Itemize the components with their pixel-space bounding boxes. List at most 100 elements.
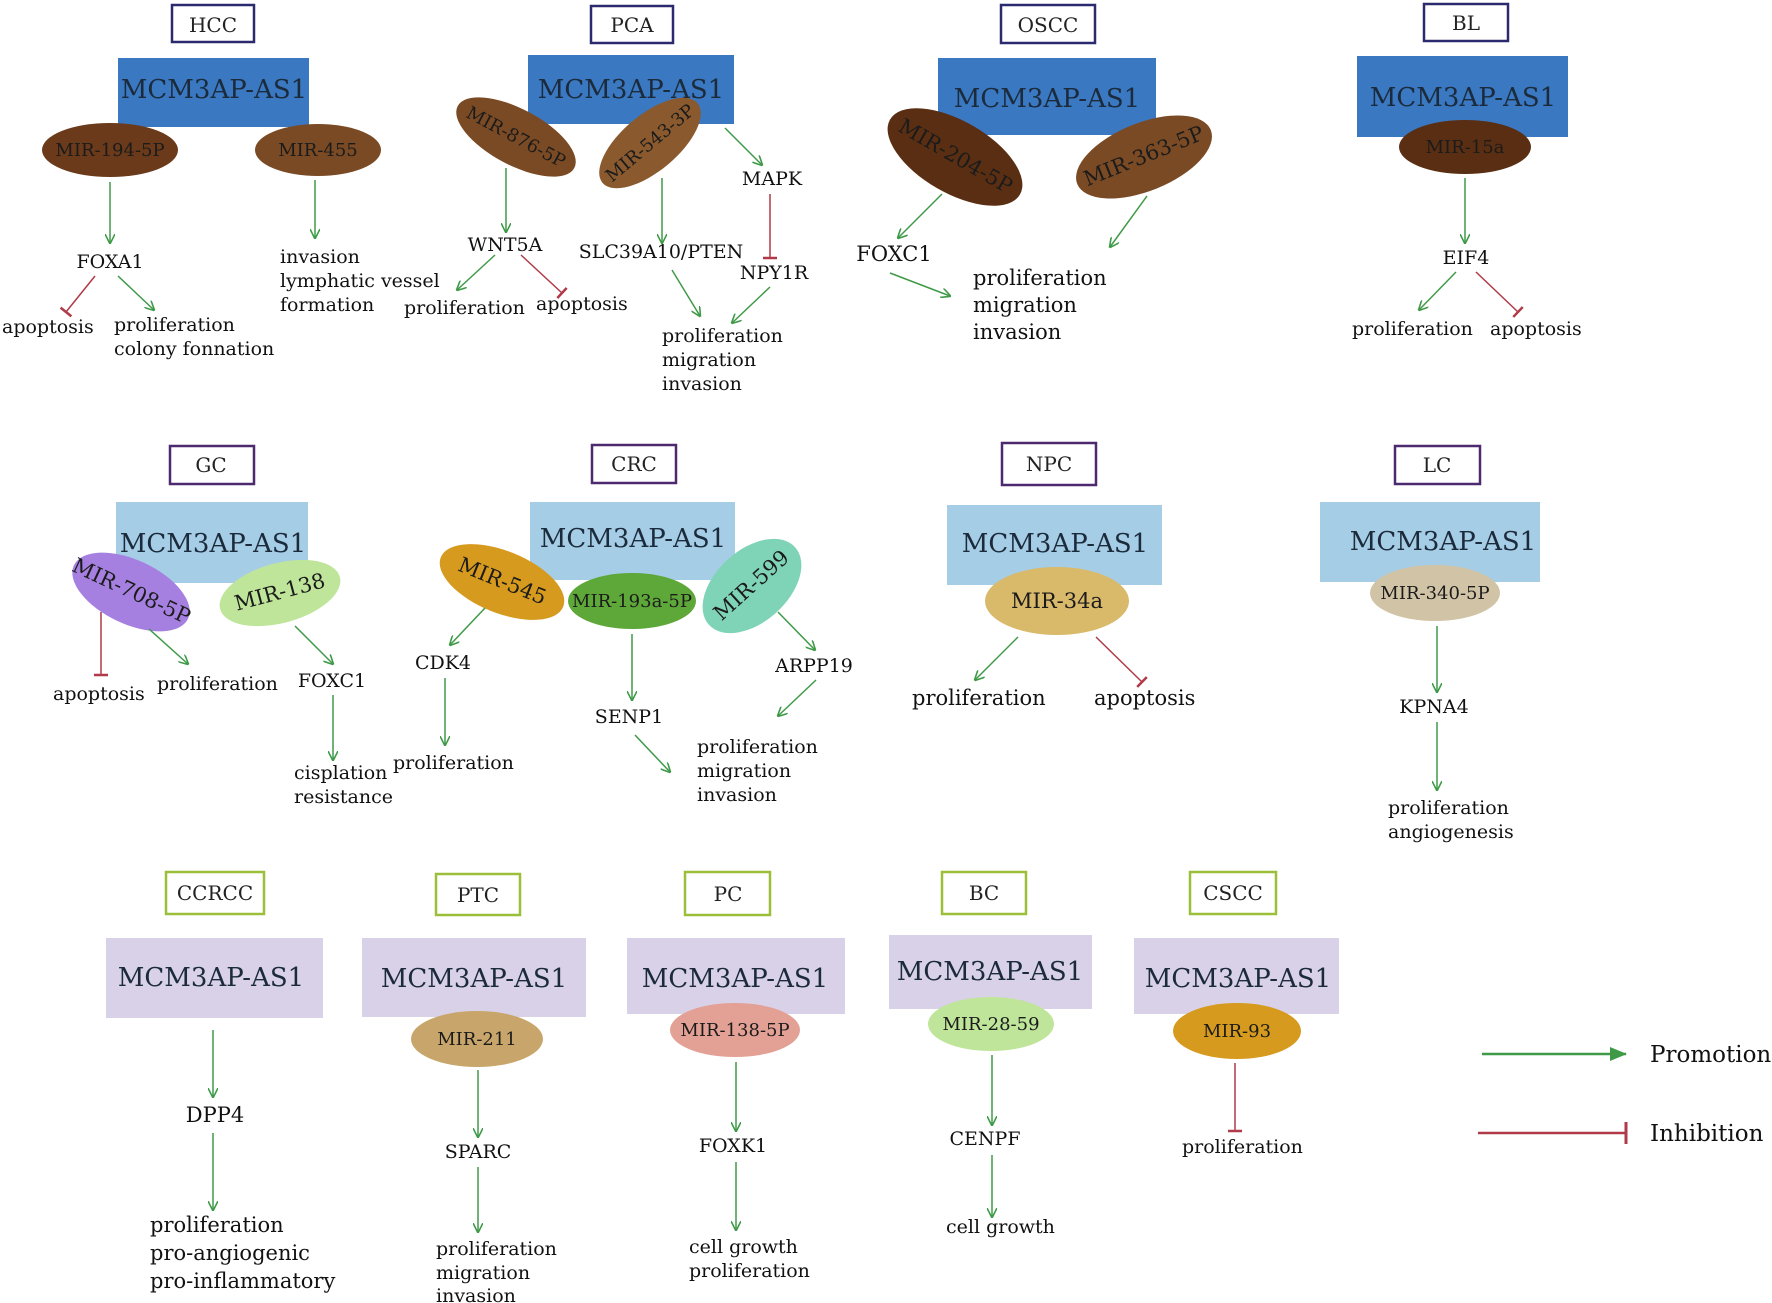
cancer-tag-box — [940, 870, 1028, 916]
mirna-node — [928, 997, 1054, 1051]
mirna-label: MIR-455 — [278, 140, 358, 161]
lncrna-box — [362, 938, 586, 1017]
inhibition-arrow — [1475, 271, 1524, 318]
outcome-label: angiogenesis — [1388, 821, 1514, 843]
lncrna-label: MCM3AP-AS1 — [962, 529, 1148, 559]
lncrna-box — [118, 58, 309, 127]
target-gene: WNT5A — [468, 234, 543, 256]
legend-promotion-label: Promotion — [1650, 1042, 1771, 1068]
inhibition-arrow — [1095, 636, 1148, 688]
mirna-node — [702, 538, 802, 634]
lncrna-box — [530, 502, 735, 580]
lncrna-label: MCM3AP-AS1 — [540, 524, 726, 554]
mirna-label: MIR-194-5P — [55, 140, 164, 161]
target-gene: FOXA1 — [76, 251, 143, 273]
inhibition-arrow — [520, 254, 568, 299]
lncrna-label: MCM3AP-AS1 — [1350, 527, 1536, 557]
lncrna-label: MCM3AP-AS1 — [897, 957, 1083, 987]
mirna-node — [1173, 1003, 1301, 1059]
outcome-label: lymphatic vessel — [280, 270, 440, 292]
mirna-label: MIR-138-5P — [680, 1020, 789, 1041]
promotion-arrow — [724, 127, 762, 165]
cancer-tag-box — [168, 444, 256, 486]
lncrna-label: MCM3AP-AS1 — [954, 84, 1140, 114]
mirna-node — [985, 567, 1129, 635]
panel-bl: BL MCM3AP-AS1 MIR-15a EIF4 proliferation… — [1352, 2, 1582, 340]
cancer-tag: OSCC — [1018, 13, 1079, 37]
cancer-tag: CSCC — [1203, 881, 1263, 905]
outcome-label: proliferation — [393, 752, 514, 774]
mirna-node — [1370, 565, 1500, 621]
outcome-label: invasion — [280, 246, 360, 268]
outcome-label: cell growth — [946, 1216, 1055, 1238]
target-gene: CENPF — [950, 1128, 1021, 1150]
lncrna-box — [1134, 938, 1339, 1014]
target-gene: SENP1 — [595, 706, 663, 728]
mirna-label: MIR-211 — [437, 1029, 517, 1050]
target-gene: CDK4 — [415, 652, 471, 674]
cancer-tag-box — [683, 870, 772, 917]
panel-bc: BC MCM3AP-AS1 MIR-28-59 CENPF cell growt… — [889, 870, 1092, 1238]
mirna-node — [411, 1011, 543, 1067]
legend-inhibition-label: Inhibition — [1650, 1121, 1764, 1147]
panel-gc: GC MCM3AP-AS1 MIR-708-5P MIR-138 apoptos… — [53, 444, 393, 808]
promotion-arrow — [634, 734, 670, 772]
lncrna-box — [938, 58, 1156, 135]
promotion-arrow — [117, 275, 154, 310]
mirna-label: MIR-193a-5P — [572, 591, 692, 612]
target-gene: FOXC1 — [856, 242, 931, 266]
panel-crc: CRC MCM3AP-AS1 MIR-545 MIR-193a-5P MIR-5… — [393, 443, 853, 806]
cancer-tag: HCC — [189, 13, 237, 37]
lncrna-label: MCM3AP-AS1 — [1145, 964, 1331, 994]
lncrna-label: MCM3AP-AS1 — [538, 75, 724, 105]
cancer-tag: PTC — [457, 883, 499, 907]
lncrna-box — [106, 938, 323, 1018]
cancer-tag: BL — [1452, 11, 1480, 35]
mirna-node — [568, 573, 696, 629]
outcome-label: migration — [697, 760, 791, 782]
outcome-label: pro-inflammatory — [150, 1269, 335, 1293]
outcome-label: proliferation — [1388, 797, 1509, 819]
outcome-label: proliferation — [697, 736, 818, 758]
outcome-label: pro-angiogenic — [150, 1241, 310, 1265]
inhibition-arrow — [59, 275, 96, 318]
cancer-tag-box — [170, 3, 256, 44]
panel-npc: NPC MCM3AP-AS1 MIR-34a proliferation apo… — [912, 441, 1195, 710]
outcome-label: apoptosis — [1490, 318, 1582, 340]
lncrna-label: MCM3AP-AS1 — [1370, 83, 1556, 113]
cancer-tag: CCRCC — [177, 881, 253, 905]
outcome-label: proliferation — [912, 686, 1046, 710]
outcome-label: proliferation — [689, 1260, 810, 1282]
target-gene: MAPK — [742, 168, 803, 190]
cancer-tag-box — [1188, 870, 1278, 916]
outcome-label: apoptosis — [53, 683, 145, 705]
outcome-label: apoptosis — [1094, 686, 1195, 710]
panel-pc: PC MCM3AP-AS1 MIR-138-5P FOXK1 cell grow… — [627, 870, 845, 1282]
outcome-label: migration — [436, 1262, 530, 1284]
cancer-tag: CRC — [611, 452, 657, 476]
cancer-tag: PC — [714, 882, 743, 906]
target-gene: ARPP19 — [774, 655, 853, 677]
lncrna-box — [627, 938, 845, 1014]
mirna-node — [887, 108, 1023, 206]
promotion-arrow — [450, 607, 486, 645]
cancer-tag-box — [999, 3, 1097, 45]
outcome-label: migration — [973, 293, 1077, 317]
cancer-tag: GC — [195, 453, 226, 477]
outcome-label: invasion — [697, 784, 777, 806]
promotion-arrow — [1419, 271, 1457, 310]
promotion-arrow — [671, 269, 700, 316]
outcome-label: proliferation — [150, 1213, 284, 1237]
promotion-arrow — [732, 286, 771, 323]
promotion-arrow — [148, 628, 188, 664]
outcome-label: proliferation — [662, 325, 783, 347]
outcome-label: proliferation — [404, 297, 525, 319]
panel-ccrcc: CCRCC MCM3AP-AS1 DPP4 proliferation pro-… — [106, 870, 335, 1293]
outcome-label: apoptosis — [536, 293, 628, 315]
target-gene: KPNA4 — [1399, 696, 1468, 718]
target-gene: SPARC — [445, 1141, 512, 1163]
cancer-tag-box — [1393, 444, 1482, 486]
cancer-tag: PCA — [610, 13, 654, 37]
outcome-label: proliferation — [114, 314, 235, 336]
